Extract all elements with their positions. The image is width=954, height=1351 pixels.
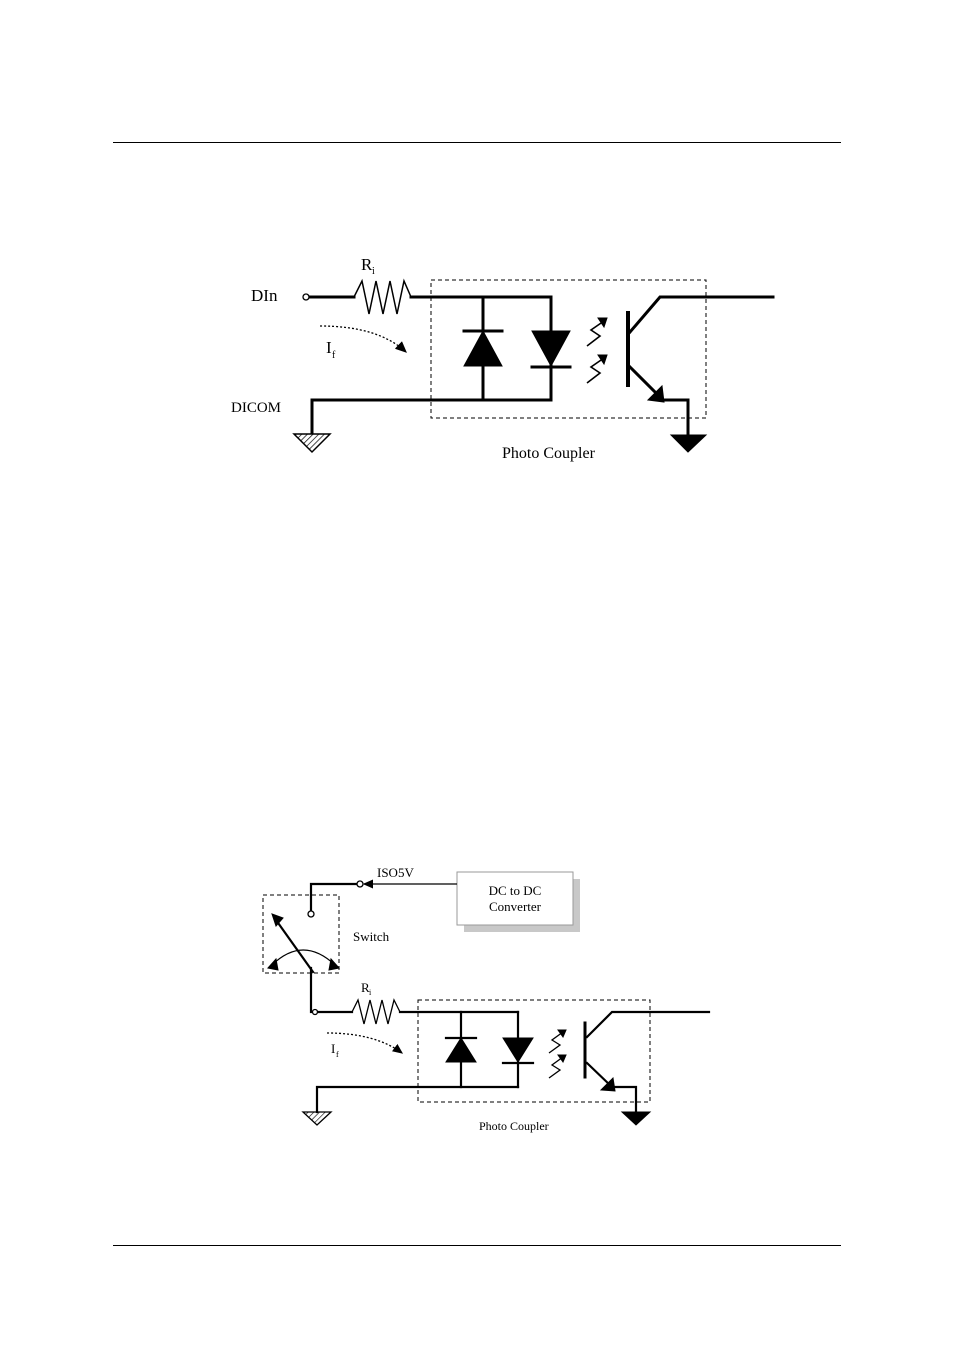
phototransistor (628, 297, 773, 402)
switch-circuit-diagram: DC to DC Converter ISO5V Switch R i I f … (0, 850, 954, 1150)
switch-supply-wire (311, 884, 356, 910)
dicom-label: DICOM (231, 400, 281, 416)
svg-text:I: I (331, 1041, 335, 1056)
emitter-wire (612, 1087, 636, 1112)
light-emission-icon (549, 1030, 566, 1078)
phototransistor (585, 1012, 709, 1091)
current-label: I f (331, 1041, 339, 1059)
current-label: I f (326, 338, 336, 361)
switch-lever (268, 914, 339, 972)
photo-coupler-label: Photo Coupler (502, 445, 596, 462)
ground-icon (303, 1112, 331, 1125)
converter-label-line1: DC to DC (489, 883, 542, 898)
din-terminal (303, 294, 309, 300)
ground-icon (294, 434, 330, 452)
svg-text:f: f (332, 350, 336, 361)
input-terminal (313, 1010, 318, 1015)
converter-label-line2: Converter (489, 899, 542, 914)
svg-text:i: i (372, 266, 375, 277)
resistor-label: R i (361, 255, 375, 277)
svg-text:i: i (369, 988, 372, 997)
photo-coupler-label: Photo Coupler (479, 1119, 549, 1133)
resistor-label: R i (361, 980, 372, 997)
ground-icon (622, 1112, 650, 1125)
switch-label: Switch (353, 929, 390, 944)
switch-contact (308, 911, 314, 917)
svg-text:f: f (336, 1050, 339, 1059)
iso5v-label: ISO5V (377, 865, 414, 880)
iso5v-terminal (357, 881, 363, 887)
photo-coupler-box (431, 280, 706, 418)
current-arrow (320, 326, 406, 352)
resistor-ri (352, 1000, 400, 1024)
ground-icon (671, 435, 706, 452)
footer-rule (113, 1245, 841, 1246)
din-label: DIn (251, 286, 278, 305)
light-emission-icon (587, 318, 607, 383)
photo-coupler-circuit-diagram: DIn R i I f DICOM Photo Coupler (0, 0, 954, 500)
resistor-ri (354, 281, 411, 314)
